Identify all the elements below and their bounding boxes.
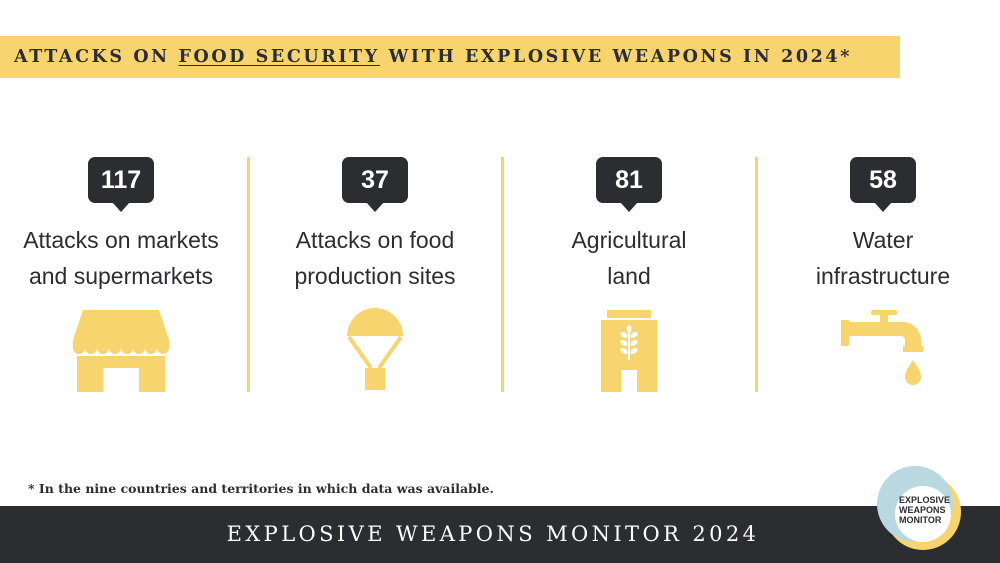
market-stall-icon [73, 308, 169, 397]
logo-line-2: WEAPONS [899, 505, 946, 515]
title-banner: ATTACKS ON FOOD SECURITY WITH EXPLOSIVE … [0, 36, 900, 78]
stat-water-infrastructure: 58 Water infrastructure [756, 150, 1000, 395]
title-after: WITH EXPLOSIVE WEAPONS IN 2024* [379, 47, 852, 67]
stats-row: 117 Attacks on markets and supermarkets … [0, 150, 1000, 395]
water-tap-icon [841, 308, 925, 397]
monitor-logo: EXPLOSIVE WEAPONS MONITOR [873, 462, 965, 554]
footnote: * In the nine countries and territories … [28, 481, 494, 496]
page-title: ATTACKS ON FOOD SECURITY WITH EXPLOSIVE … [14, 47, 852, 67]
stat-value-bubble: 117 [88, 157, 154, 203]
stat-label: Attacks on markets and supermarkets [23, 227, 219, 289]
stat-value-bubble: 58 [850, 157, 916, 203]
stat-markets: 117 Attacks on markets and supermarkets [0, 150, 248, 395]
logo-line-3: MONITOR [899, 515, 942, 525]
stat-value-bubble: 81 [596, 157, 662, 203]
logo-line-1: EXPLOSIVE [899, 495, 951, 505]
stat-agricultural-land: 81 Agricultural land [502, 150, 756, 395]
title-before: ATTACKS ON [14, 47, 179, 67]
footer-bar: EXPLOSIVE WEAPONS MONITOR 2024 [0, 506, 1000, 563]
logo-text: EXPLOSIVE WEAPONS MONITOR [899, 495, 959, 525]
footer-title: EXPLOSIVE WEAPONS MONITOR 2024 [226, 522, 760, 546]
stat-label: Attacks on food production sites [294, 227, 456, 289]
stat-label: Agricultural land [571, 227, 687, 289]
column-divider [501, 157, 504, 392]
title-highlight: FOOD SECURITY [178, 47, 380, 67]
grain-silo-icon [601, 308, 657, 397]
airdrop-parachute-icon [345, 308, 405, 397]
column-divider [755, 157, 758, 392]
stat-label: Water infrastructure [815, 227, 951, 289]
stat-food-production: 37 Attacks on food production sites [248, 150, 502, 395]
stat-value-bubble: 37 [342, 157, 408, 203]
column-divider [247, 157, 250, 392]
logo-circles-icon [877, 466, 961, 550]
